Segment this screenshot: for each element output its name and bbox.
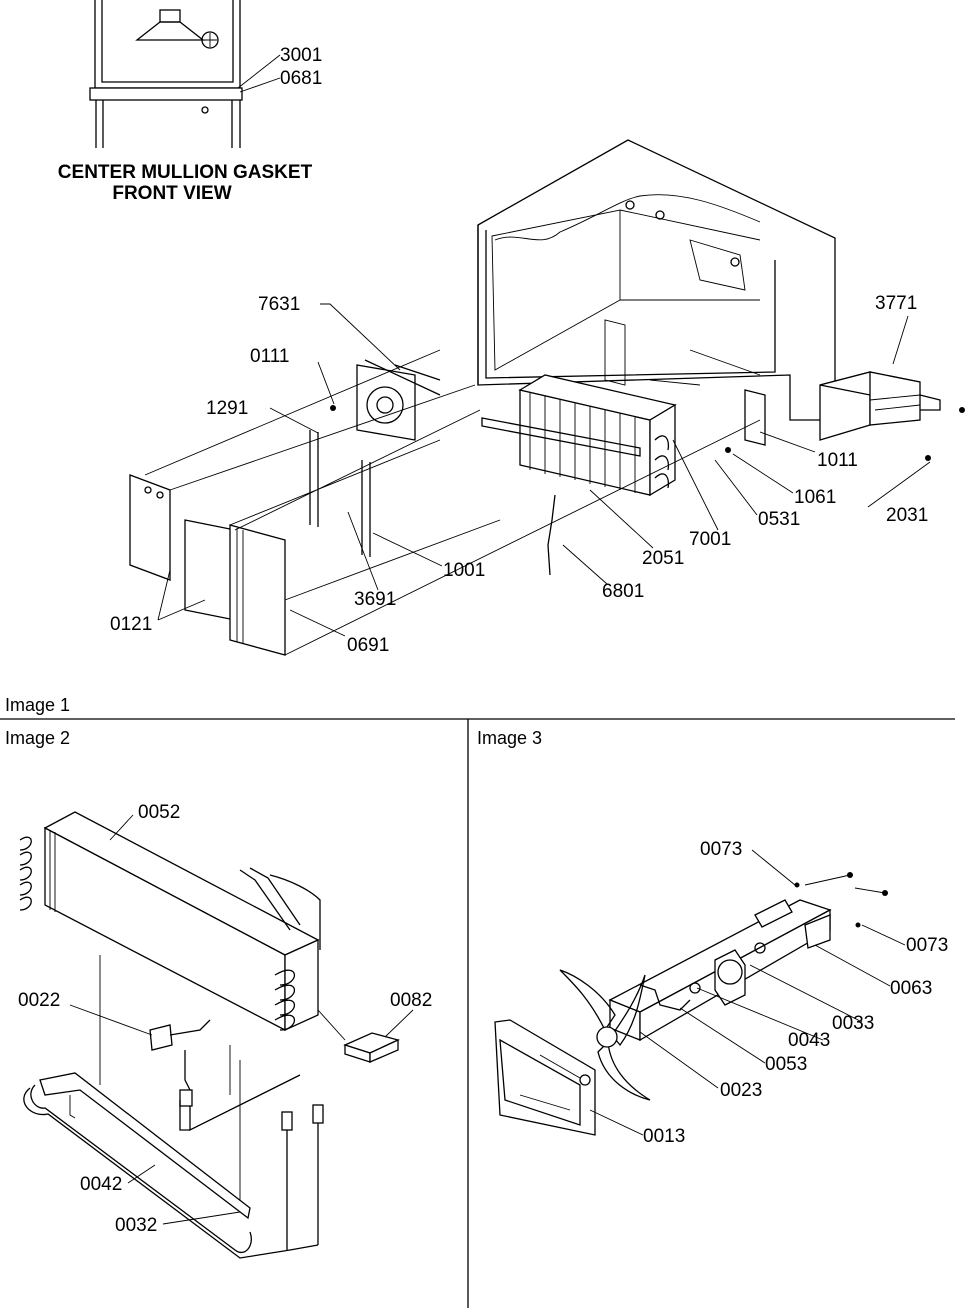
leader-lines-image-3 <box>589 849 906 1136</box>
image-1-panel: CENTER MULLION GASKET FRONT VIEW <box>5 0 965 715</box>
leader-lines-image-1 <box>157 54 931 637</box>
label-0063: 0063 <box>890 978 932 999</box>
label-0043: 0043 <box>788 1030 830 1051</box>
label-0042: 0042 <box>80 1174 122 1195</box>
label-6801: 6801 <box>602 581 644 602</box>
projection-lines <box>144 349 761 656</box>
label-0052: 0052 <box>138 802 180 823</box>
label-0531: 0531 <box>758 509 800 530</box>
label-0691: 0691 <box>347 635 389 656</box>
inset-caption-line-1: CENTER MULLION GASKET <box>58 162 313 183</box>
image-3-panel: Image 3 <box>477 728 948 1147</box>
label-7631: 7631 <box>258 294 300 315</box>
defrost-thermostat <box>149 1019 324 1250</box>
label-0053: 0053 <box>765 1054 807 1075</box>
freezer-cabinet <box>477 139 836 421</box>
label-0681: 0681 <box>280 68 322 89</box>
evaporator-cover <box>129 359 441 656</box>
label-0033: 0033 <box>832 1013 874 1034</box>
label-0022: 0022 <box>18 990 60 1011</box>
label-1061: 1061 <box>794 487 836 508</box>
image-3-title: Image 3 <box>477 728 542 748</box>
drain-tube <box>547 494 556 576</box>
screw-2031 <box>925 455 931 461</box>
label-0032: 0032 <box>115 1215 157 1236</box>
fan-blade <box>559 969 651 1101</box>
label-0082: 0082 <box>390 990 432 1011</box>
label-0073-right: 0073 <box>906 935 948 956</box>
label-3691: 3691 <box>354 589 396 610</box>
label-0013: 0013 <box>643 1126 685 1147</box>
label-0073-top: 0073 <box>700 839 742 860</box>
inset-caption-line-2: FRONT VIEW <box>112 183 231 204</box>
ice-maker <box>819 371 965 441</box>
label-0121: 0121 <box>110 614 152 635</box>
fan-motor <box>639 942 766 1011</box>
mullion-gasket-inset <box>89 0 243 148</box>
defrost-heater <box>23 955 319 1259</box>
label-1011: 1011 <box>817 450 858 471</box>
screw-0531 <box>725 447 731 453</box>
screw-0111 <box>330 405 336 411</box>
label-0111: 0111 <box>250 346 289 367</box>
label-3001: 3001 <box>280 45 322 66</box>
label-1291: 1291 <box>206 398 248 419</box>
evaporator-assembly <box>481 319 766 497</box>
label-0023: 0023 <box>720 1080 762 1101</box>
label-7001: 7001 <box>689 529 731 550</box>
image-2-panel: Image 2 <box>5 728 432 1259</box>
label-2031: 2031 <box>886 505 928 526</box>
label-1001: 1001 <box>443 560 485 581</box>
image-2-title: Image 2 <box>5 728 70 748</box>
fan-shroud <box>494 1019 596 1136</box>
label-3771: 3771 <box>875 293 917 314</box>
image-1-title: Image 1 <box>5 695 70 715</box>
defrost-limiter <box>317 1009 400 1063</box>
label-2051: 2051 <box>642 548 684 569</box>
leader-lines-image-2 <box>69 814 414 1225</box>
evaporator-coil <box>19 811 321 1032</box>
